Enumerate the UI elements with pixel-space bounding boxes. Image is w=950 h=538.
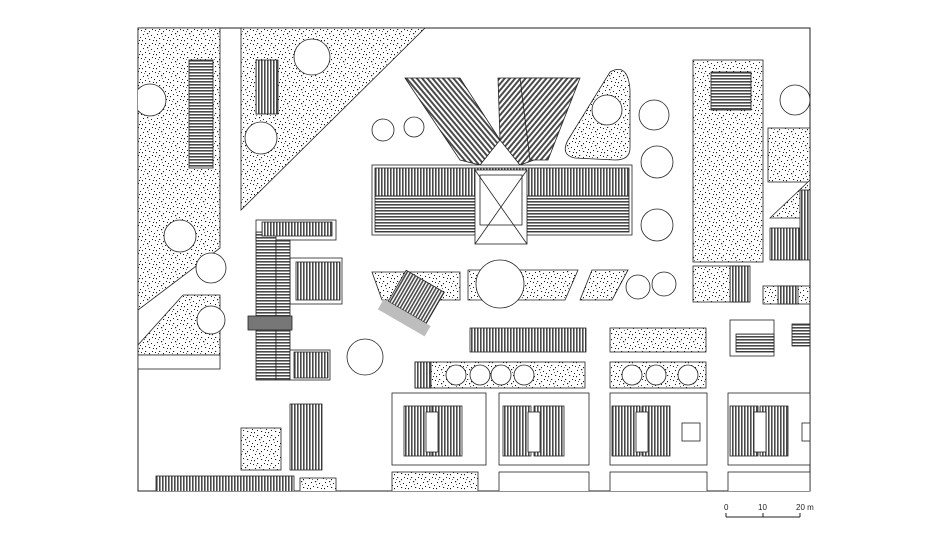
roof-strip [255,59,279,115]
tree [293,38,331,76]
roof-strip [777,285,799,305]
tree [621,364,643,386]
tree [645,364,667,386]
tree [638,99,670,131]
tree [513,364,535,386]
house-outline [727,471,810,491]
roof-strip-west [188,59,214,169]
tree [346,338,384,376]
tree [640,208,674,242]
tree [651,271,677,297]
tree [244,121,278,155]
tree [779,84,810,116]
scale-bar: 0 10 20 m [724,503,814,518]
house-unit [498,392,590,466]
tree [403,116,425,138]
roof-strip [769,227,801,261]
roundabout [475,259,525,309]
roof-small [791,323,810,347]
roof-small [735,333,775,353]
tree [371,118,395,142]
tree [196,305,226,335]
house-unit [391,392,487,466]
gravel-block [240,427,282,471]
tree [138,83,167,117]
gravel-strip [579,269,629,301]
roof-strip [155,475,295,491]
tree [445,364,467,386]
house-outline [609,471,708,491]
roof-small [710,71,752,111]
tree [490,364,512,386]
house-unit [727,392,810,466]
roof-strip [799,189,810,261]
tree [640,145,674,179]
scale-label-0: 0 [724,503,729,512]
tree [591,94,623,126]
gravel-block [609,327,707,353]
tree [195,252,227,284]
tree [677,364,699,386]
roof-small [414,361,432,389]
gravel-block [767,127,810,183]
tree [469,364,491,386]
roof-strip [729,265,751,303]
small-rotated-building [377,269,445,337]
v-shaped-building [371,77,633,245]
tree [163,219,197,253]
house-outline [498,471,590,491]
house-unit [609,392,708,466]
gravel-block [299,477,337,491]
roof-strip [289,403,323,471]
scale-label-20: 20 m [796,503,814,512]
scale-label-10: 10 [758,503,767,512]
fence [138,354,221,370]
tree [625,274,651,300]
gravel-area-triangle [240,28,426,211]
gravel-block [391,471,479,491]
e-shaped-building [247,219,343,381]
roof-long [469,327,587,353]
